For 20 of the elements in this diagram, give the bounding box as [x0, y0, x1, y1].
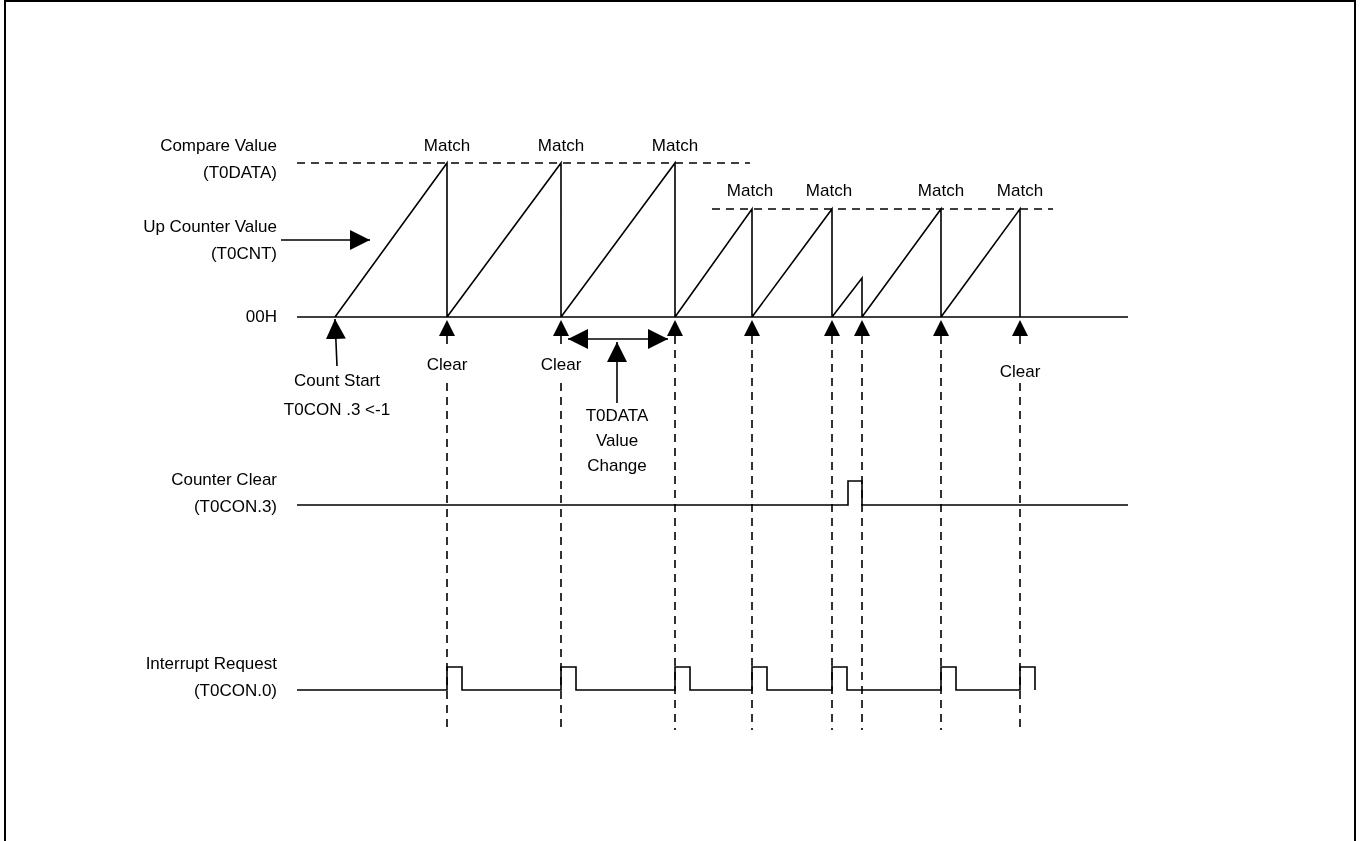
event-label: Clear: [426, 354, 468, 376]
arrow: [325, 318, 346, 367]
event-label: Clear: [999, 361, 1041, 383]
arrow: [607, 341, 627, 404]
annotation-text: Count Start T0CON .3 <-1: [277, 366, 397, 424]
signal-label: Counter Clear (T0CON.3): [170, 469, 277, 518]
event-label: Clear: [540, 354, 582, 376]
arrow: [280, 230, 371, 250]
event-label: Match: [423, 135, 471, 157]
signal-label: 00H: [244, 306, 277, 328]
event-label: Match: [651, 135, 699, 157]
signal-label: Compare Value (T0DATA): [159, 135, 277, 184]
event-label: Match: [537, 135, 585, 157]
event-label: Match: [726, 180, 774, 202]
event-label: Match: [917, 180, 965, 202]
annotation-text: T0DATA Value Change: [567, 403, 667, 478]
annotation-text: Up Counter Value (T0CNT): [117, 213, 277, 267]
event-label: Match: [996, 180, 1044, 202]
signal-label: Interrupt Request (T0CON.0): [144, 653, 277, 702]
event-label: Match: [805, 180, 853, 202]
